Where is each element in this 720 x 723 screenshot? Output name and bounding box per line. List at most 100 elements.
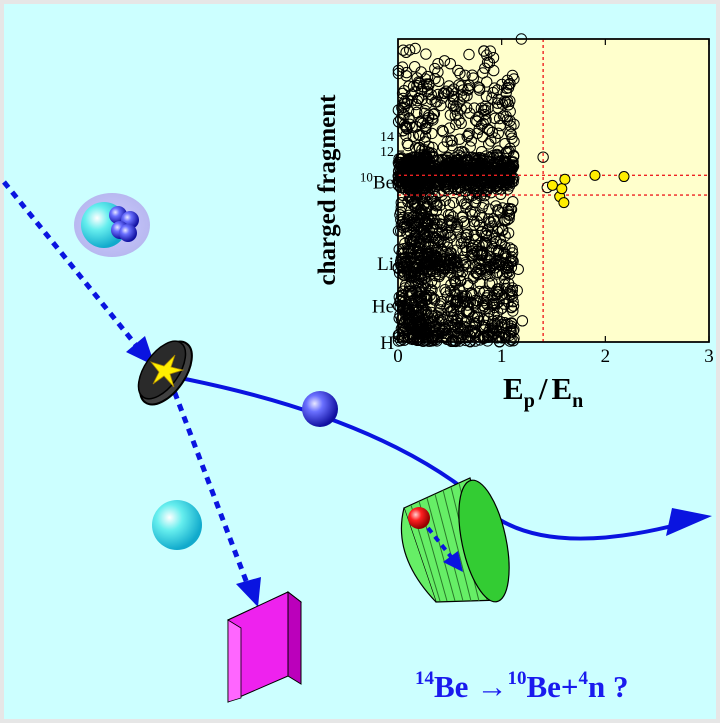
candidate-event-point: [558, 197, 570, 209]
event-point: [398, 317, 411, 329]
event-point: [465, 135, 477, 147]
event-point: [497, 110, 510, 122]
event-point: [485, 262, 497, 274]
event-point: [488, 298, 501, 310]
reaction-mass-10: 10: [507, 668, 526, 689]
event-point: [448, 94, 460, 106]
event-point: [476, 131, 489, 143]
event-point: [425, 291, 438, 304]
neutron-path-arrowhead: [236, 577, 261, 607]
event-point: [419, 136, 431, 148]
event-point: [478, 198, 490, 210]
event-point: [441, 236, 453, 248]
y-tick-label: 12: [380, 145, 394, 160]
event-point: [473, 315, 485, 327]
event-point: [432, 58, 444, 70]
event-point: [412, 129, 425, 141]
event-point: [492, 93, 504, 106]
incoming-beam-arrowhead: [126, 336, 155, 366]
event-point: [474, 164, 486, 177]
y-axis-label: charged fragment: [314, 94, 341, 286]
event-point: [415, 327, 427, 339]
event-point: [436, 124, 448, 137]
event-point: [477, 240, 489, 252]
y-tick-label: 10Be: [360, 169, 394, 193]
event-point: [462, 84, 474, 96]
neutron-detector-icon: [400, 477, 510, 603]
event-point: [452, 294, 464, 306]
event-point: [456, 312, 468, 325]
event-point: [457, 210, 469, 222]
event-point: [403, 285, 415, 298]
event-point: [506, 247, 519, 259]
event-point: [399, 120, 412, 133]
event-point: [437, 246, 449, 258]
event-point: [459, 258, 472, 271]
event-point: [466, 209, 478, 221]
candidate-event-point: [589, 169, 601, 181]
event-point: [462, 129, 474, 141]
event-point: [429, 256, 442, 268]
event-point: [418, 191, 430, 204]
event-point: [468, 299, 481, 311]
x-tick-label: 3: [704, 346, 714, 367]
event-point: [435, 298, 447, 310]
event-point: [452, 64, 464, 77]
event-point: [443, 122, 456, 134]
event-point: [425, 332, 437, 344]
event-point: [454, 67, 466, 80]
event-point: [420, 48, 432, 60]
event-point: [461, 305, 473, 317]
event-point: [400, 163, 412, 175]
event-point: [445, 134, 457, 146]
event-point: [438, 185, 450, 197]
event-point: [493, 286, 505, 298]
event-point: [438, 236, 450, 248]
candidate-event-point: [546, 179, 558, 191]
event-point: [445, 306, 458, 318]
event-point: [448, 272, 460, 285]
event-point: [452, 108, 464, 120]
event-point: [476, 249, 488, 262]
event-point: [395, 201, 407, 214]
plot-frame: [397, 38, 710, 343]
event-point: [496, 78, 508, 91]
event-point: [484, 270, 496, 282]
event-point: [398, 101, 410, 113]
neutron-wall-icon: [226, 590, 302, 703]
event-point: [445, 85, 458, 97]
event-point: [477, 332, 490, 344]
event-point: [479, 302, 491, 315]
event-point: [415, 208, 428, 220]
event-point: [471, 186, 483, 198]
event-point: [409, 295, 421, 307]
event-point: [435, 99, 447, 112]
event-point: [483, 138, 495, 150]
event-point: [450, 277, 462, 290]
event-point: [479, 108, 491, 121]
event-point: [394, 181, 407, 194]
event-point: [493, 112, 506, 125]
event-point: [448, 91, 460, 103]
event-point: [423, 213, 435, 226]
event-point: [423, 146, 436, 159]
event-point: [424, 158, 436, 171]
event-point: [488, 309, 500, 322]
y-tick-label: 14: [380, 130, 394, 145]
event-point: [449, 152, 461, 164]
event-point: [483, 57, 496, 69]
event-point: [463, 48, 475, 61]
event-point: [482, 102, 494, 114]
event-point: [492, 158, 505, 171]
event-point: [412, 92, 425, 105]
event-point: [412, 278, 425, 290]
event-point: [414, 77, 426, 89]
event-point: [432, 307, 444, 319]
event-point: [450, 254, 462, 266]
event-point: [415, 161, 427, 174]
event-point: [417, 81, 429, 93]
y-tick-label: He: [372, 297, 394, 318]
event-point: [459, 185, 471, 197]
x-tick-label: 1: [497, 346, 507, 367]
event-point: [480, 90, 493, 103]
